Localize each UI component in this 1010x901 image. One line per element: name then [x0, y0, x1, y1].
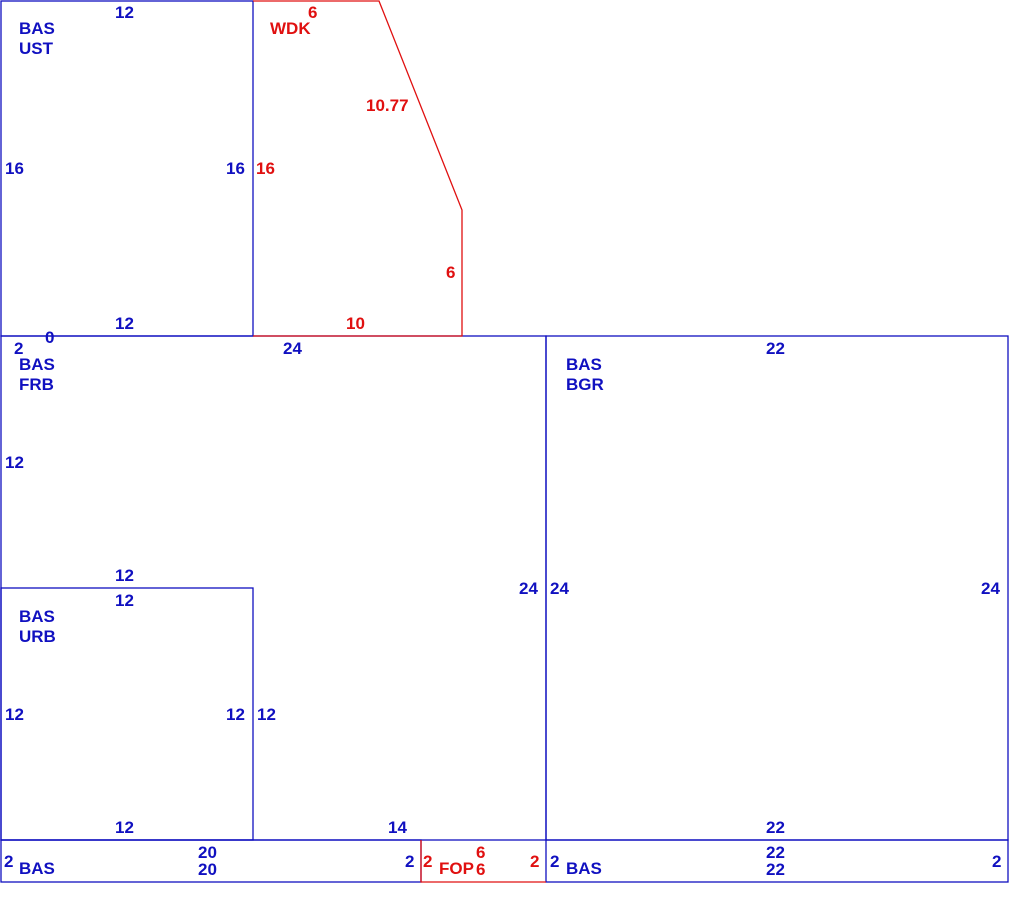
bas-area-labels: BAS UST BAS FRB BAS BGR BAS URB BAS BAS	[19, 19, 604, 878]
fop-bottom-dimension: 6	[476, 860, 485, 879]
bas-left-top-dimension: 20	[198, 843, 217, 862]
bas-right-left-dimension: 2	[550, 852, 559, 871]
wdk-label: WDK	[270, 19, 311, 38]
frb-bottom-dimension: 12	[115, 566, 134, 585]
wdk-top-dimension: 6	[308, 3, 317, 22]
wdk-diagonal-dimension: 10.77	[366, 96, 409, 115]
urb-top-dimension: 12	[115, 591, 134, 610]
bas-right-label: BAS	[566, 859, 602, 878]
ust-corner-dimension: 0	[45, 328, 54, 347]
fop-left-dimension: 2	[423, 852, 432, 871]
bas-right-right-dimension: 2	[992, 852, 1001, 871]
frb-left-dimension: 12	[5, 453, 24, 472]
bgr-label-line1: BAS	[566, 355, 602, 374]
bas-right-top-dimension: 22	[766, 843, 785, 862]
urb-left-dimension: 12	[5, 705, 24, 724]
ust-bottom-dimension: 12	[115, 314, 134, 333]
bas-right-strip-outline	[545, 839, 1009, 883]
bas-left-right-dimension: 2	[405, 852, 414, 871]
wdk-bottom-dimension: 10	[346, 314, 365, 333]
urb-right-dimension: 12	[226, 705, 245, 724]
bgr-area-outline	[545, 335, 1009, 841]
fop-right-dimension: 2	[530, 852, 539, 871]
ust-top-dimension: 12	[115, 3, 134, 22]
bas-outlines	[0, 0, 1009, 883]
frb-corner-dimension: 2	[14, 339, 23, 358]
bas-left-bottom-dimension: 20	[198, 860, 217, 879]
ust-left-dimension: 16	[5, 159, 24, 178]
bgr-label-line2: BGR	[566, 375, 604, 394]
bgr-left-dimension: 24	[550, 579, 569, 598]
middle-bottom-dimension: 14	[388, 818, 407, 837]
bas-left-left-dimension: 2	[4, 852, 13, 871]
ust-right-dimension: 16	[226, 159, 245, 178]
urb-outer-right-dimension: 12	[257, 705, 276, 724]
wdk-left-dimension: 16	[256, 159, 275, 178]
fop-top-dimension: 6	[476, 843, 485, 862]
fop-label: FOP	[439, 859, 474, 878]
frb-right-dimension: 24	[519, 579, 538, 598]
addition-area-labels: WDK FOP	[270, 19, 474, 878]
fop-area-outline	[420, 840, 546, 883]
bgr-bottom-dimension: 22	[766, 818, 785, 837]
wdk-area-outline	[253, 0, 463, 337]
frb-label-line2: FRB	[19, 375, 54, 394]
ust-label-line1: BAS	[19, 19, 55, 38]
bas-dimension-labels: 12 16 16 12 0 2 24 12 12 24 22 24 24 22 …	[4, 3, 1001, 879]
wdk-right-dimension: 6	[446, 263, 455, 282]
frb-top-dimension: 24	[283, 339, 302, 358]
addition-dimension-labels: 6 10.77 16 6 10 6 6 2 2	[256, 3, 539, 879]
addition-outlines	[253, 0, 546, 883]
urb-label-line1: BAS	[19, 607, 55, 626]
ust-label-line2: UST	[19, 39, 54, 58]
urb-label-line2: URB	[19, 627, 56, 646]
bas-right-bottom-dimension: 22	[766, 860, 785, 879]
frb-label-line1: BAS	[19, 355, 55, 374]
bgr-right-dimension: 24	[981, 579, 1000, 598]
bgr-top-dimension: 22	[766, 339, 785, 358]
urb-bottom-dimension: 12	[115, 818, 134, 837]
bas-left-label: BAS	[19, 859, 55, 878]
